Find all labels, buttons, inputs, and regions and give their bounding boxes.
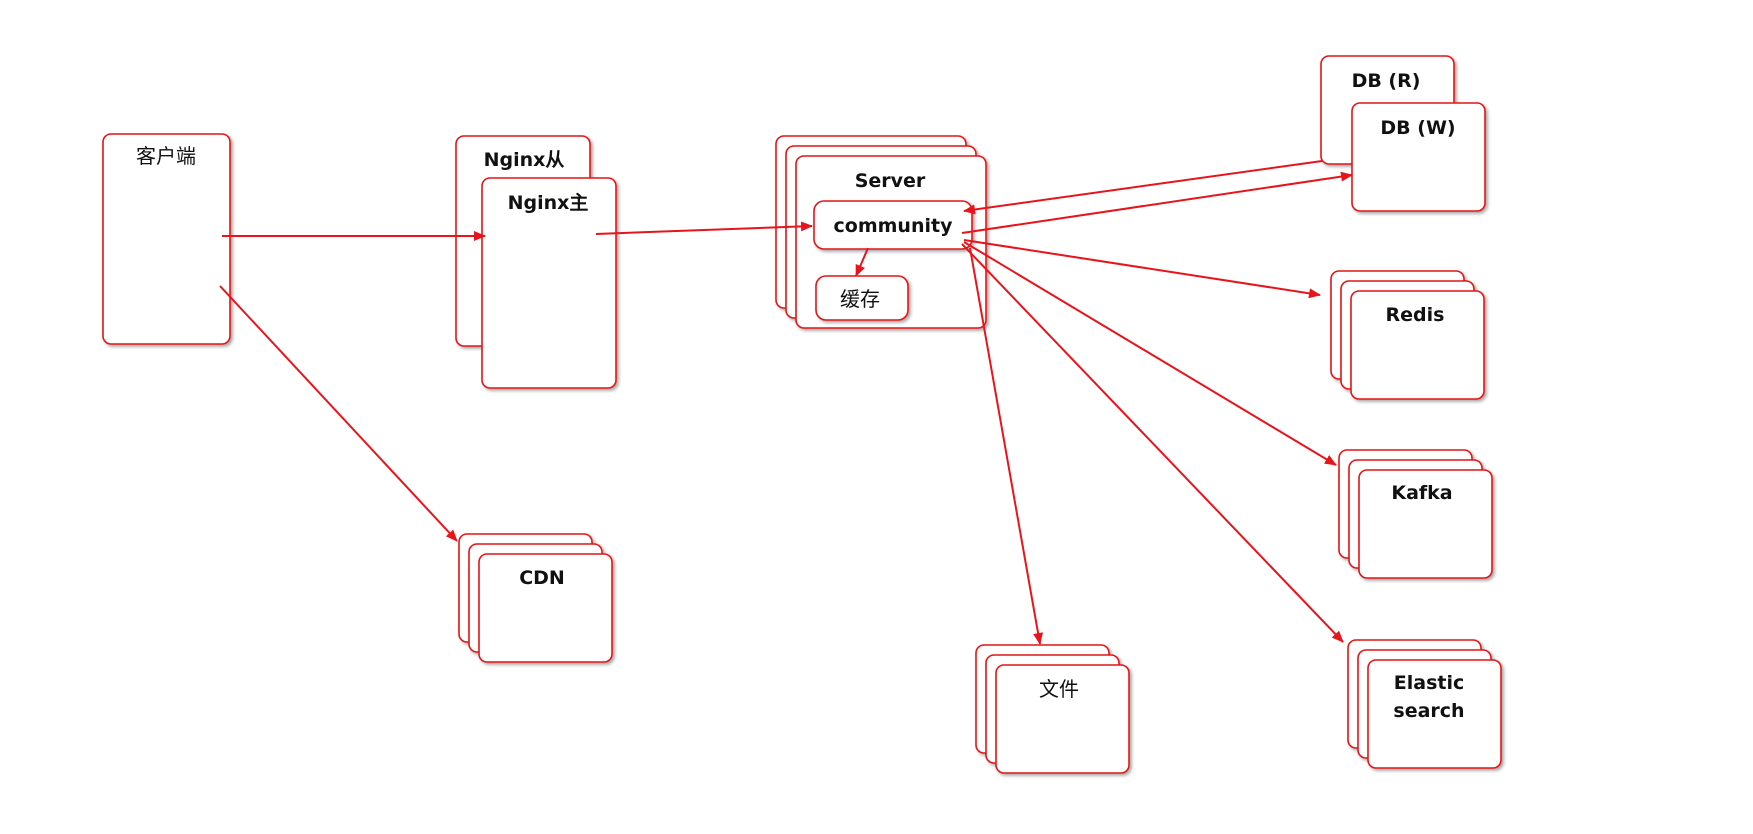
nginx-slave-label: Nginx从: [484, 149, 565, 171]
elasticsearch-node: Elastic search: [1347, 639, 1502, 769]
nginx-master-node: Nginx主: [481, 177, 617, 389]
kafka-node: Kafka: [1338, 449, 1493, 579]
files-node: 文件: [975, 644, 1130, 774]
elasticsearch-label-line2: search: [1393, 700, 1464, 722]
edge-community-dbwrite: [961, 171, 1353, 234]
edge-dbread-community: [963, 160, 1323, 215]
edge-community-redis: [963, 239, 1321, 299]
cdn-label: CDN: [519, 567, 565, 589]
files-label: 文件: [1039, 677, 1079, 701]
edge-client-cdn: [219, 285, 458, 542]
client-label: 客户端: [136, 144, 196, 168]
cache-label: 缓存: [840, 287, 880, 311]
db-write-label: DB (W): [1380, 117, 1455, 139]
edge-community-elasticsearch: [961, 243, 1344, 643]
db-read-label: DB (R): [1352, 70, 1421, 92]
db-write-node: DB (W): [1351, 102, 1486, 212]
client-node: 客户端: [102, 133, 231, 345]
redis-label: Redis: [1386, 304, 1445, 326]
kafka-label: Kafka: [1391, 482, 1452, 504]
edge-community-files: [969, 247, 1044, 645]
community-node: community: [813, 200, 973, 250]
community-label: community: [834, 215, 954, 237]
edge-community-cache: [855, 247, 869, 277]
elasticsearch-label-line1: Elastic: [1394, 672, 1464, 694]
edge-nginx-community: [595, 221, 813, 235]
redis-node: Redis: [1330, 270, 1485, 400]
server-label: Server: [855, 170, 926, 192]
nginx-master-label: Nginx主: [508, 192, 589, 214]
edge-community-kafka: [963, 241, 1337, 466]
cdn-node: CDN: [458, 533, 613, 663]
cache-node: 缓存: [815, 275, 909, 321]
